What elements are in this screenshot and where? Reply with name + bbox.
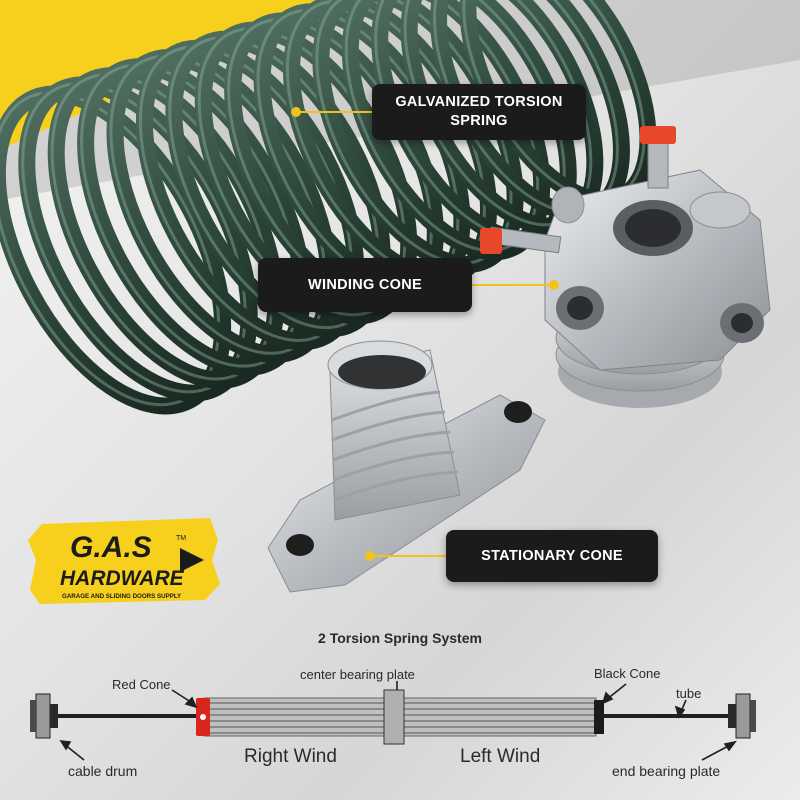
label-red-cone: Red Cone	[112, 677, 171, 692]
right-wind-spring	[203, 697, 391, 737]
callout-stationary-label: STATIONARY CONE	[481, 548, 623, 564]
label-tube: tube	[676, 686, 701, 701]
right-cable-drum	[728, 693, 756, 739]
callout-stationary-cone: STATIONARY CONE	[446, 530, 658, 582]
left-cable-drum	[30, 693, 58, 739]
gas-hardware-logo: G.A.S TM HARDWARE GARAGE AND SLIDING DOO…	[28, 518, 220, 604]
label-left-wind: Left Wind	[460, 746, 540, 767]
callout-winding-cone: WINDING CONE	[258, 258, 472, 312]
left-wind-spring	[403, 697, 597, 737]
label-cable-drum: cable drum	[68, 763, 137, 779]
logo-trademark: TM	[176, 535, 186, 542]
stationary-cone-image	[267, 340, 546, 593]
callout-spring-line2: SPRING	[450, 113, 508, 129]
label-right-wind: Right Wind	[244, 746, 337, 767]
callout-spring-line1: GALVANIZED TORSION	[395, 94, 563, 110]
center-bearing-plate	[383, 689, 405, 745]
callout-leader-lines	[296, 111, 554, 557]
label-center-bearing-plate: center bearing plate	[300, 667, 415, 682]
diagram-title: 2 Torsion Spring System	[318, 630, 482, 646]
black-cone	[594, 700, 604, 734]
callout-dots	[291, 107, 559, 561]
callout-galvanized-torsion-spring: GALVANIZED TORSION SPRING	[372, 84, 586, 140]
spring-system-diagram: 2 Torsion Spring System	[30, 630, 756, 779]
callout-winding-label: WINDING CONE	[308, 277, 422, 293]
logo-tagline: GARAGE AND SLIDING DOORS SUPPLY	[62, 593, 182, 600]
label-black-cone: Black Cone	[594, 666, 660, 681]
logo-brand-line1: G.A.S	[70, 531, 152, 564]
label-end-bearing-plate: end bearing plate	[612, 763, 720, 779]
winding-cone-image	[480, 126, 771, 408]
logo-brand-line2: HARDWARE	[60, 567, 185, 590]
